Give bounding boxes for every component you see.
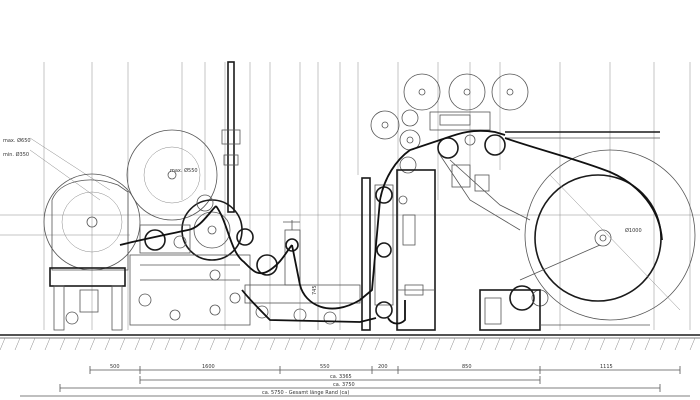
dimension-segment-5: 850 bbox=[462, 364, 472, 370]
rewind-section: Ø1000 bbox=[479, 149, 696, 331]
dimension-segment-3: 550 bbox=[320, 364, 330, 370]
web-path bbox=[119, 129, 663, 325]
main-drum-section bbox=[129, 194, 254, 326]
dimension-segment-2: 1600 bbox=[202, 364, 215, 370]
construction-lines bbox=[0, 62, 700, 330]
unwind-min-diameter-label: min. Ø350 bbox=[3, 151, 29, 158]
dimension-subtotal: ca. 3365 bbox=[330, 374, 352, 380]
dimension-overall: ca. 5750 - Gesamt länge Rand (ca) bbox=[262, 390, 349, 396]
dimension-segment-1: 500 bbox=[110, 364, 120, 370]
mid-height-label: 745 bbox=[312, 285, 318, 295]
floor bbox=[0, 334, 700, 351]
dimension-segment-4: 200 bbox=[378, 364, 388, 370]
middle-section: 745 bbox=[244, 220, 361, 330]
unwind-max-diameter-label: max. Ø650 bbox=[3, 137, 31, 144]
dimension-lines: 500 1600 550 200 850 1115 ca. 3365 ca. 3… bbox=[20, 364, 690, 397]
unwind-section: max. Ø650 min. Ø350 bbox=[3, 137, 141, 331]
accumulator-section bbox=[361, 156, 436, 331]
dimension-segment-6: 1115 bbox=[600, 364, 613, 370]
rewind-diameter-label: Ø1000 bbox=[625, 227, 642, 234]
upper-roll-diameter-label: max. Ø550 bbox=[170, 167, 198, 174]
dimension-total: ca. 3750 bbox=[333, 382, 355, 388]
top-rollers bbox=[370, 73, 660, 231]
upper-roll-section: max. Ø550 bbox=[126, 61, 241, 221]
